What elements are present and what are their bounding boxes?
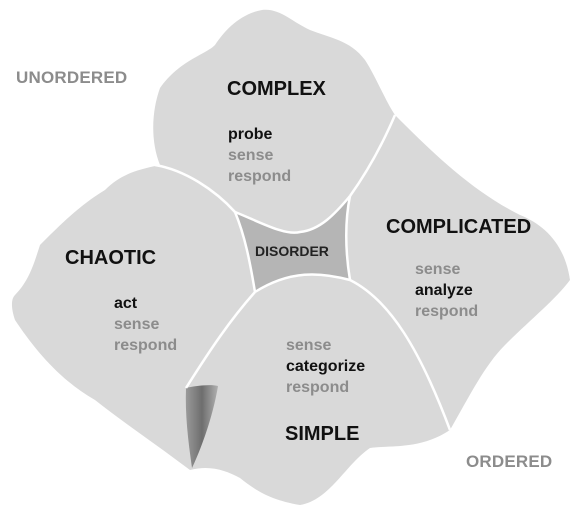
simple-verbs: sense categorize respond	[286, 335, 365, 398]
simple-title: SIMPLE	[285, 423, 360, 445]
complicated-title: COMPLICATED	[386, 216, 532, 238]
complex-title: COMPLEX	[227, 78, 326, 100]
simple-verb-respond: respond	[286, 379, 350, 396]
domain-boundaries	[154, 114, 452, 431]
complicated-verb-sense: sense	[415, 261, 461, 278]
complex-verbs: probe sense respond	[228, 124, 291, 187]
chaotic-title: CHAOTIC	[65, 247, 157, 269]
unordered-label: UNORDERED	[16, 68, 128, 87]
chaotic-verb-sense: sense	[114, 316, 160, 333]
disorder-title: DISORDER	[255, 243, 329, 259]
disorder-region	[235, 196, 350, 292]
chaotic-verb-act: act	[114, 295, 138, 312]
complicated-verb-respond: respond	[415, 303, 479, 320]
chaotic-verbs: act sense respond	[114, 293, 177, 356]
chaotic-verb-respond: respond	[114, 337, 178, 354]
ordered-label: ORDERED	[466, 452, 553, 471]
fold-shadow	[185, 385, 218, 468]
simple-verb-sense: sense	[286, 337, 332, 354]
complex-verb-sense: sense	[228, 147, 274, 164]
complicated-verbs: sense analyze respond	[415, 259, 478, 322]
complicated-verb-analyze: analyze	[415, 282, 473, 299]
complex-verb-probe: probe	[228, 126, 273, 143]
complex-verb-respond: respond	[228, 168, 292, 185]
simple-verb-categorize: categorize	[286, 358, 366, 375]
